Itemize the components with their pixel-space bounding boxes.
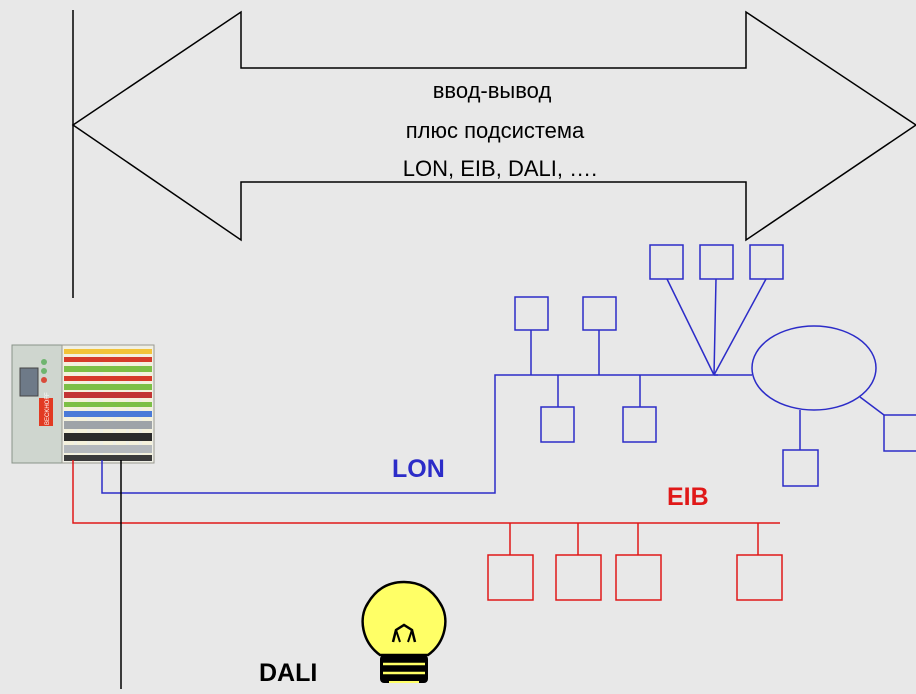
lon-star-link	[713, 278, 767, 376]
double-arrow	[71, 10, 916, 242]
lon-cable	[101, 374, 718, 494]
dali-label: DALI	[259, 659, 317, 687]
brand-text: BECKHOFF	[45, 392, 51, 425]
eib-node	[736, 554, 783, 601]
status-led	[41, 359, 47, 365]
lon-node	[749, 244, 784, 280]
terminal-band-green	[64, 384, 152, 390]
status-led	[41, 368, 47, 374]
coupler-body	[11, 344, 63, 464]
lon-star-link	[713, 278, 717, 376]
lon-network	[101, 244, 916, 494]
lon-node	[622, 406, 657, 443]
lon-label: LON	[392, 455, 445, 483]
terminal-band-dark	[64, 455, 152, 461]
terminal-band-gray	[64, 421, 152, 429]
eib-label: EIB	[667, 483, 709, 511]
terminal-band-yellow	[64, 349, 152, 354]
lon-ring	[751, 325, 877, 411]
lon-node	[883, 414, 916, 452]
terminal-band-red	[64, 357, 152, 362]
lon-node	[782, 449, 819, 487]
controller-device: BECKHOFF	[11, 344, 155, 464]
terminal-band-red	[64, 376, 152, 381]
eib-cable	[72, 460, 780, 524]
lon-star-link	[666, 278, 715, 376]
coupler-connector	[19, 367, 39, 397]
lon-node	[514, 296, 549, 331]
terminal-band-green	[64, 402, 152, 407]
arrow-label-line1: ввод-вывод	[433, 78, 552, 103]
status-led	[41, 377, 47, 383]
terminal-band-green	[64, 366, 152, 372]
arrow-label-line2: плюс подсистема	[406, 118, 585, 143]
arrow-label-line3: LON, EIB, DALI, ….	[403, 156, 597, 181]
eib-node	[555, 554, 602, 601]
lon-node	[582, 296, 617, 331]
eib-node	[487, 554, 534, 601]
lon-node	[699, 244, 734, 280]
brand-strip	[39, 398, 53, 426]
light-bulb-icon	[361, 580, 447, 683]
terminal-band-red	[64, 392, 152, 398]
terminal-band-dark	[64, 433, 152, 441]
terminal-band-blue	[64, 411, 152, 417]
eib-network	[72, 460, 783, 601]
lon-ring-link	[859, 396, 885, 416]
eib-node	[615, 554, 662, 601]
terminal-band-gray	[64, 445, 152, 453]
lon-node	[540, 406, 575, 443]
lon-node	[649, 244, 684, 280]
